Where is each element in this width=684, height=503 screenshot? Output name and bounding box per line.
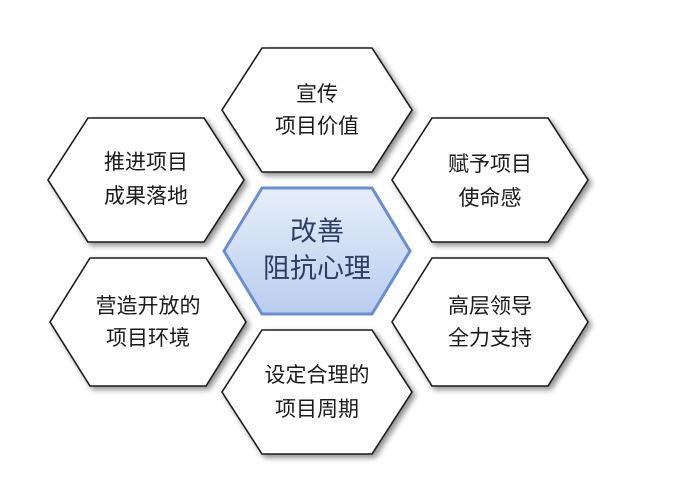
- hex-bottom-left-line1: 营造开放的: [96, 294, 201, 318]
- hex-bottom-right-line2: 全力支持: [448, 326, 532, 350]
- hex-top-right-line1: 赋予项目: [448, 152, 532, 176]
- hex-top-line2: 项目价值: [275, 114, 359, 138]
- hex-top-left-line1: 推进项目: [104, 150, 188, 174]
- hex-center-line2: 阻抗心理: [263, 254, 371, 285]
- hex-top-left-line2: 成果落地: [104, 184, 188, 208]
- hex-center-line1: 改善: [290, 217, 344, 248]
- hex-bottom: 设定合理的 项目周期: [221, 329, 413, 455]
- hex-bottom-right: 高层领导 全力支持: [391, 257, 589, 387]
- hex-bottom-left: 营造开放的 项目环境: [49, 257, 247, 387]
- hex-bottom-right-line1: 高层领导: [448, 294, 532, 318]
- hex-top-right: 赋予项目 使命感: [391, 117, 589, 243]
- hex-top-right-line2: 使命感: [459, 186, 522, 210]
- hex-top-line1: 宣传: [296, 82, 338, 106]
- hex-top: 宣传 项目价值: [221, 47, 413, 173]
- hex-bottom-line2: 项目周期: [275, 397, 359, 421]
- hex-center: 改善 阻抗心理: [222, 186, 412, 316]
- hex-bottom-line1: 设定合理的: [265, 363, 370, 387]
- hex-top-left: 推进项目 成果落地: [47, 117, 245, 243]
- hex-bottom-left-line2: 项目环境: [106, 326, 190, 350]
